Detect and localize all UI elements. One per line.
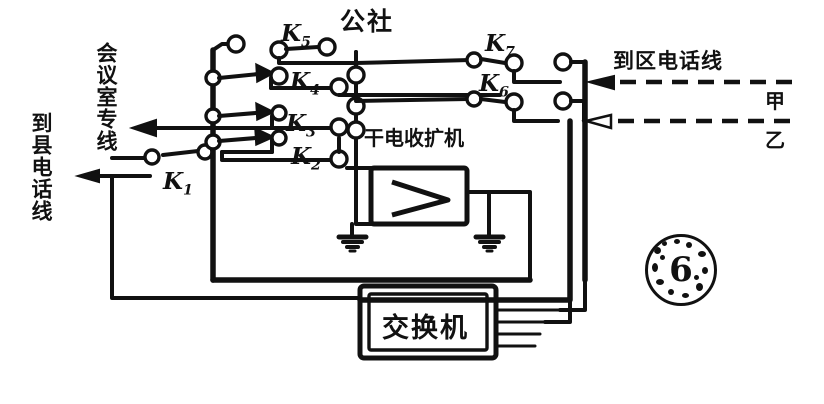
switch-K2[interactable] xyxy=(217,126,349,169)
conference-room-line-label: 会议室专线 xyxy=(94,42,118,152)
switchboard-unit xyxy=(357,278,587,361)
page-title: 公社 xyxy=(340,7,395,36)
switch-K6[interactable] xyxy=(354,90,560,123)
dry-battery-receiver-amplifier-label: 干电收扩机 xyxy=(364,126,464,150)
switch-K3[interactable] xyxy=(211,101,349,137)
switch-label-K1: K1 xyxy=(163,168,193,199)
switchboard-label: 交换机 xyxy=(382,313,469,344)
switch-label-K4: K4 xyxy=(290,68,320,99)
bus-junctions xyxy=(204,69,222,151)
bus-top-branch xyxy=(211,34,246,54)
county-line-arrow xyxy=(74,168,152,184)
switch-label-K7: K7 xyxy=(485,30,515,61)
district-line-b xyxy=(581,113,800,130)
right-terminal-lower xyxy=(553,91,586,123)
switch-K4[interactable] xyxy=(217,62,349,97)
switch-label-K6: K6 xyxy=(479,70,509,101)
stamp-seal-icon: 6 xyxy=(645,234,717,306)
switch-label-K2: K2 xyxy=(291,143,321,174)
to-county-phone-line-label: 到县电话线 xyxy=(29,112,53,222)
k5-right-run xyxy=(354,58,472,65)
right-column-bus xyxy=(346,50,366,157)
main-vertical-bus xyxy=(210,47,533,283)
switch-label-K3: K3 xyxy=(286,110,316,141)
ground-right xyxy=(473,212,506,253)
district-line-a xyxy=(585,74,800,91)
switch-K5[interactable] xyxy=(269,37,358,65)
switch-label-K5: K5 xyxy=(281,20,311,51)
to-district-phone-line-label: 到区电话线 xyxy=(613,49,723,73)
left-outer-bus xyxy=(110,174,362,300)
amplifier-unit xyxy=(345,153,532,282)
line-b-label: 乙 xyxy=(765,128,785,152)
line-a-label: 甲 xyxy=(765,89,785,113)
switch-K1[interactable] xyxy=(110,143,214,166)
switch-K7[interactable] xyxy=(465,51,562,84)
seal-digit: 6 xyxy=(669,250,693,290)
ground-left xyxy=(336,224,369,253)
right-terminal-upper xyxy=(553,52,587,84)
